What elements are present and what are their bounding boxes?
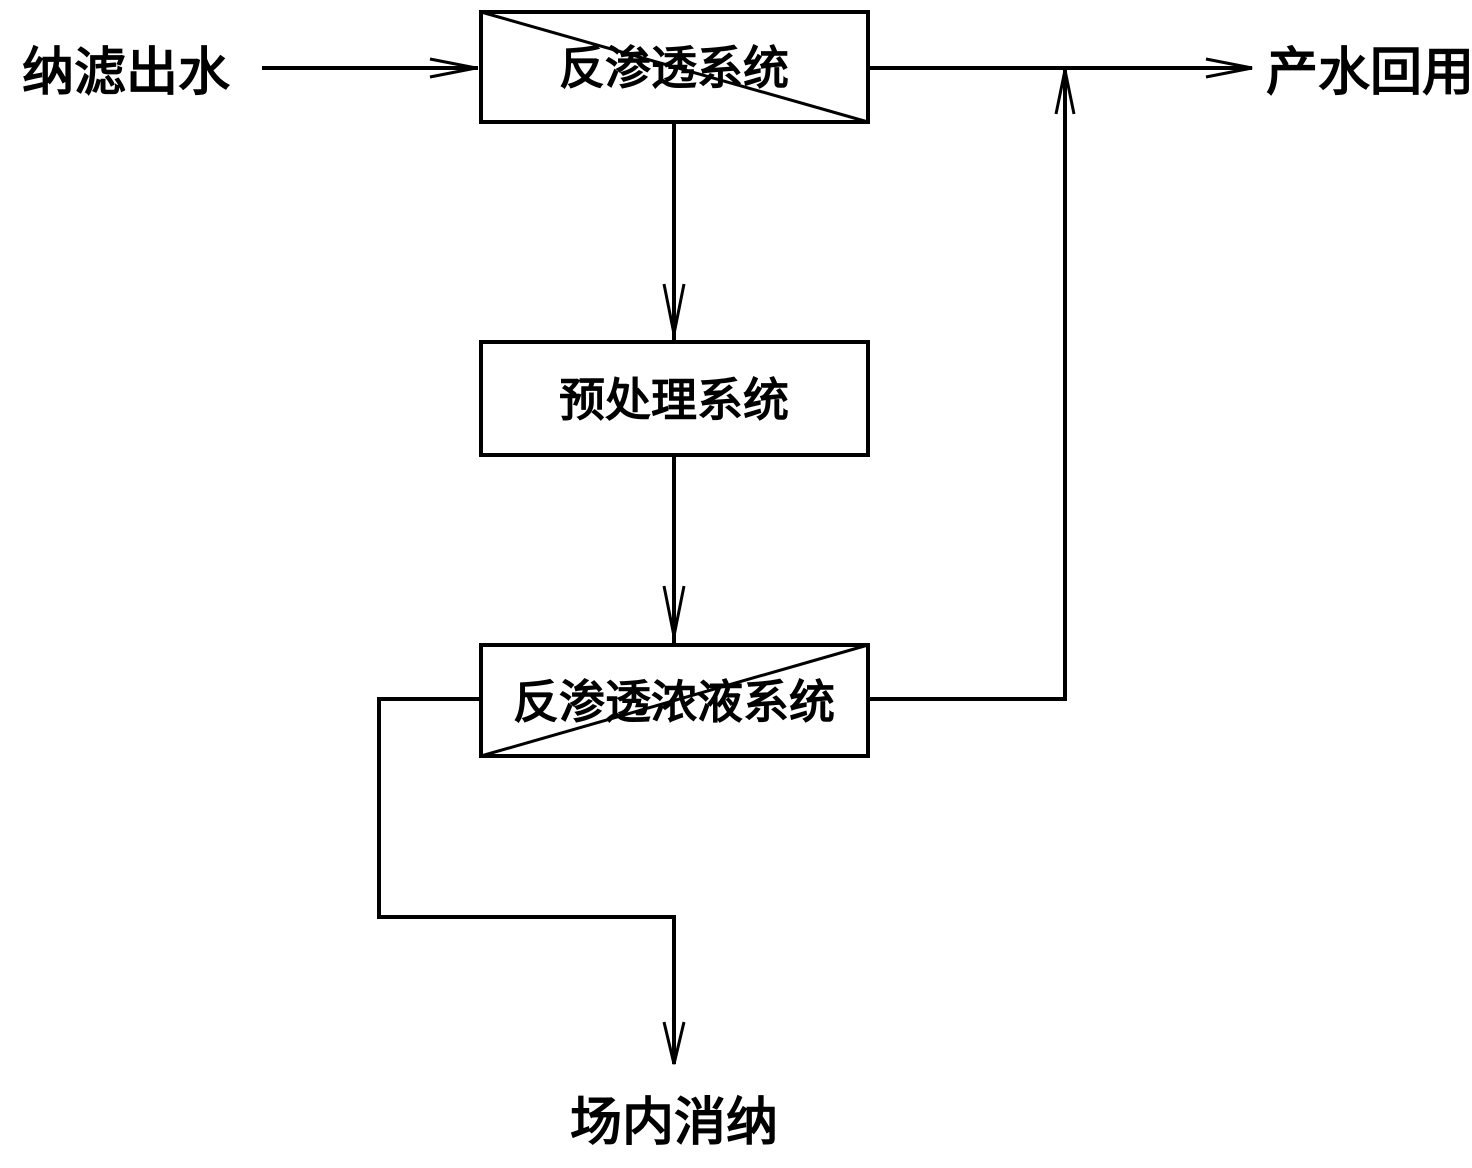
- edge-pretreatment-to-concentrate: [662, 455, 686, 643]
- node-pretreatment: 预处理系统: [479, 340, 870, 457]
- node-ro-concentrate: 反渗透浓液系统: [479, 643, 870, 758]
- node-pretreatment-label: 预处理系统: [559, 373, 789, 427]
- edge-concentrate-to-output: [868, 69, 1076, 701]
- node-ro-system-label: 反渗透系统: [559, 41, 789, 95]
- output-label: 产水回用: [1266, 43, 1472, 103]
- edge-ro-to-pretreatment: [662, 122, 686, 340]
- edge-ro-to-output: [868, 57, 1253, 79]
- discharge-label: 场内消纳: [570, 1093, 778, 1153]
- node-ro-system: 反渗透系统: [479, 10, 870, 124]
- input-label: 纳滤出水: [22, 43, 231, 103]
- edge-input-to-ro: [262, 57, 478, 79]
- edge-concentrate-to-discharge: [377, 697, 686, 1065]
- node-ro-concentrate-label: 反渗透浓液系统: [513, 675, 835, 729]
